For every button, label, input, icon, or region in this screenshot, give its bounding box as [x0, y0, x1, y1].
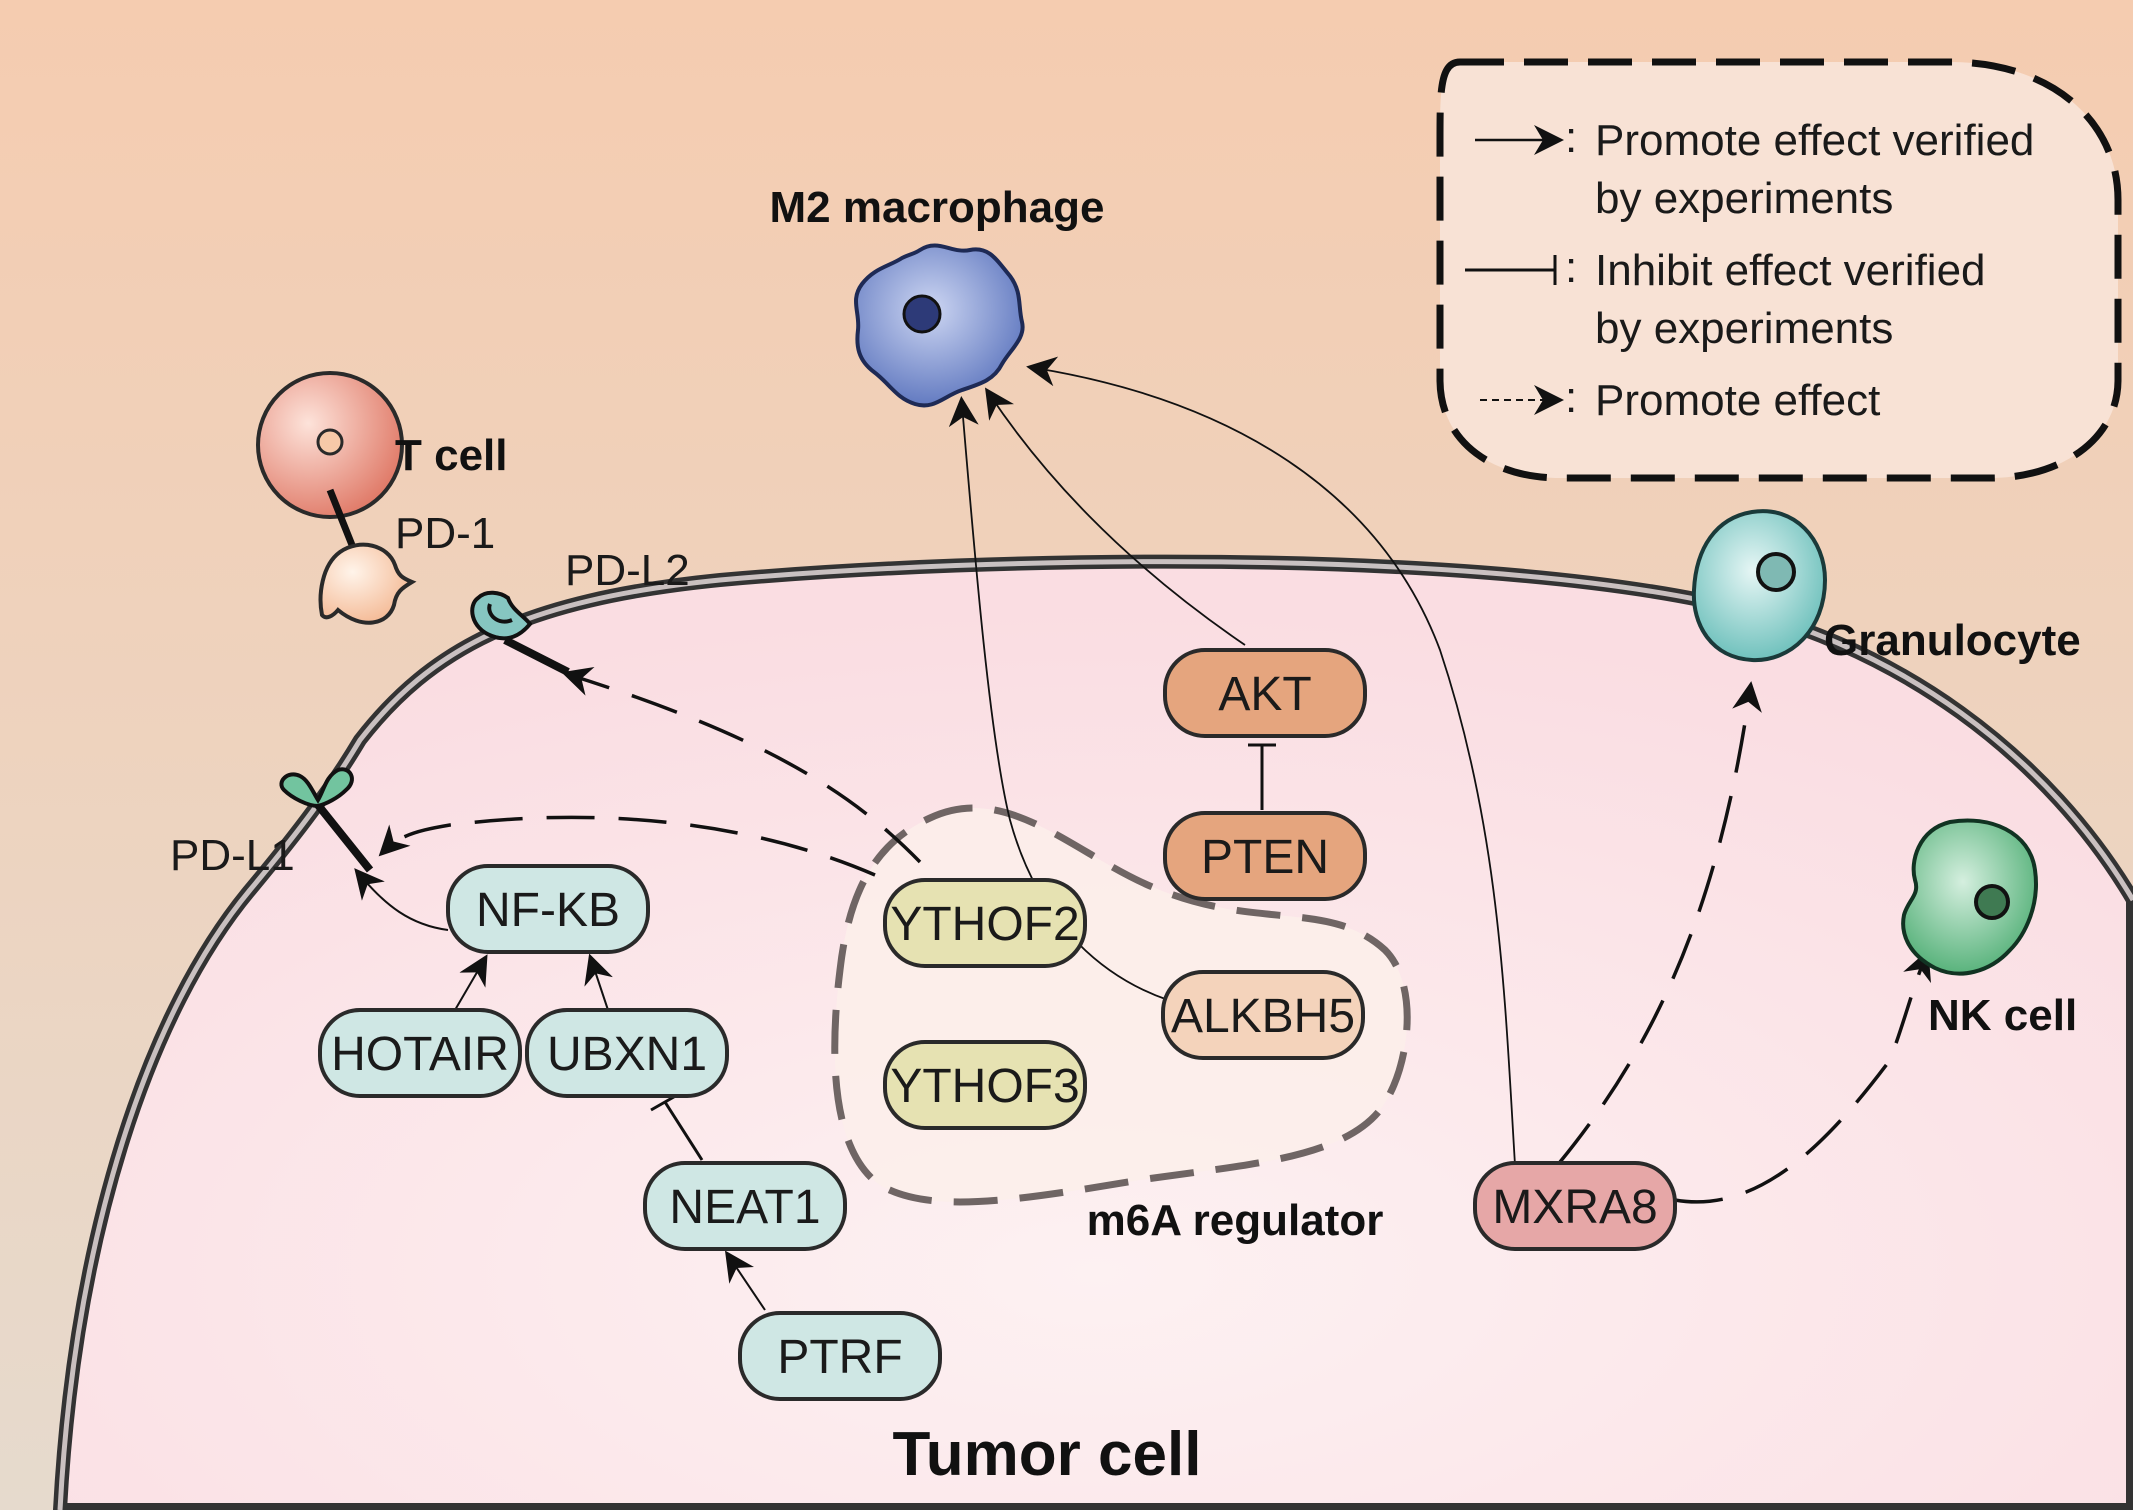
pdl1-receptor-icon — [279, 767, 354, 809]
node-ptrf-label: PTRF — [777, 1331, 902, 1384]
node-ptrf: PTRF — [738, 1311, 942, 1401]
pd1-receptor-icon — [318, 542, 417, 625]
node-mxra8-label: MXRA8 — [1492, 1181, 1657, 1234]
node-ythdf2-label: YTHOF2 — [890, 898, 1079, 951]
nk-cell-nucleus-icon — [1974, 884, 2010, 920]
ythdf2-to-pdl1-arrow — [378, 815, 876, 877]
ptrf-to-neat1-arrow — [724, 1250, 766, 1311]
neat1-inhibits-ubxn1-line — [663, 1101, 704, 1161]
node-ubxn1: UBXN1 — [525, 1008, 729, 1098]
nk-cell-icon — [1901, 818, 2038, 976]
node-akt-label: AKT — [1218, 668, 1311, 721]
mxra8-to-macrophage-arrow — [1026, 356, 1516, 1166]
m2-macrophage-icon — [853, 243, 1025, 408]
node-mxra8: MXRA8 — [1473, 1161, 1677, 1251]
legend-inhibit-verified-line1: Inhibit effect verified — [1595, 246, 1986, 295]
legend: : Promote effect verified by experiments… — [1436, 58, 2122, 482]
mxra8-to-nkcell-arrow — [1674, 949, 1931, 1204]
node-nfkb: NF-KB — [446, 864, 650, 954]
node-alkbh5: ALKBH5 — [1161, 970, 1365, 1060]
legend-inhibit-verified-line2: by experiments — [1595, 304, 1893, 353]
alkbh5-to-macrophage-arrow — [948, 396, 1169, 1001]
node-akt: AKT — [1163, 648, 1367, 738]
t-cell-label: T cell — [395, 431, 508, 480]
node-ythdf3: YTHOF3 — [883, 1040, 1087, 1130]
nfkb-to-pdl1-arrow — [354, 868, 449, 931]
nk-cell-label: NK cell — [1928, 991, 2077, 1040]
node-nfkb-label: NF-KB — [476, 884, 620, 937]
granulocyte-label: Granulocyte — [1824, 616, 2081, 665]
m2-macrophage-label: M2 macrophage — [770, 183, 1105, 232]
node-hotair-label: HOTAIR — [331, 1028, 509, 1081]
granulocyte-icon — [1691, 509, 1828, 663]
legend-colon-1: : — [1565, 113, 1577, 162]
node-alkbh5-label: ALKBH5 — [1171, 990, 1355, 1043]
pdl2-stalk — [503, 636, 570, 676]
legend-colon-3: : — [1565, 373, 1577, 422]
legend-promote-verified-line1: Promote effect verified — [1595, 116, 2034, 165]
node-neat1-label: NEAT1 — [669, 1181, 820, 1234]
node-ythdf2: YTHOF2 — [883, 878, 1087, 968]
ubxn1-to-nfkb-arrow — [584, 953, 613, 1011]
node-pten-label: PTEN — [1201, 831, 1329, 884]
legend-promote-verified-line2: by experiments — [1595, 174, 1893, 223]
legend-promote: Promote effect — [1595, 376, 1880, 425]
t-cell-nucleus-icon — [316, 428, 344, 456]
node-ubxn1-label: UBXN1 — [547, 1028, 707, 1081]
pd1-label: PD-1 — [395, 509, 495, 558]
tumor-cell-label: Tumor cell — [893, 1420, 1202, 1489]
node-neat1: NEAT1 — [643, 1161, 847, 1251]
m6a-regulator-label: m6A regulator — [1087, 1196, 1384, 1245]
hotair-to-nfkb-arrow — [454, 954, 488, 1011]
legend-colon-2: : — [1565, 243, 1577, 292]
pdl2-label: PD-L2 — [565, 546, 690, 595]
mxra8-to-granulocyte-arrow — [1558, 681, 1762, 1164]
node-ythdf3-label: YTHOF3 — [890, 1060, 1079, 1113]
akt-to-macrophage-arrow — [985, 387, 1246, 646]
m2-macrophage-nucleus-icon — [902, 294, 942, 334]
pdl1-label: PD-L1 — [170, 831, 295, 880]
node-hotair: HOTAIR — [318, 1008, 522, 1098]
pdl2-receptor-icon — [470, 590, 533, 641]
node-pten: PTEN — [1163, 811, 1367, 901]
granulocyte-nucleus-icon — [1756, 552, 1796, 592]
pd1-stalk — [326, 488, 356, 547]
ythdf2-to-pdl2-arrow — [561, 667, 922, 864]
pdl1-stalk — [314, 802, 374, 873]
